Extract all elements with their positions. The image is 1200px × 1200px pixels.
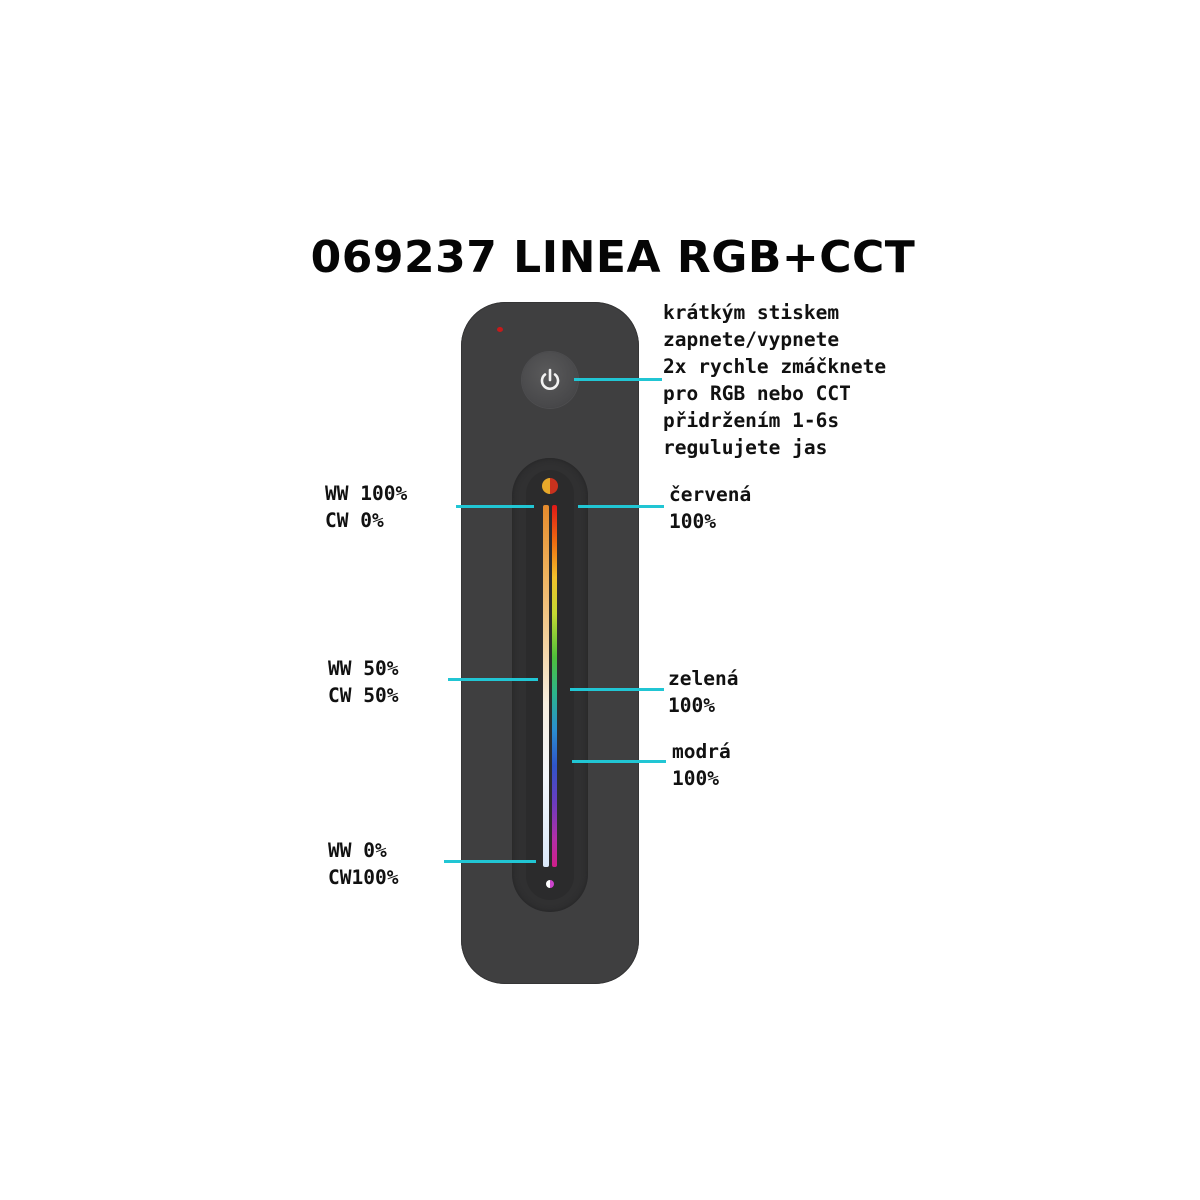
touch-slider-inner (526, 470, 574, 900)
pointer-red (578, 505, 664, 508)
power-button[interactable] (522, 352, 578, 408)
label-green-100: zelená 100% (668, 665, 738, 719)
power-desc-line: 2x rychle zmáčknete (663, 355, 887, 378)
label-ww50-cw50: WW 50% CW 50% (328, 655, 398, 709)
pointer-ww100 (456, 505, 534, 508)
bottom-indicator-icon (546, 880, 554, 888)
label-line: 100% (669, 510, 716, 533)
rgb-slider[interactable] (552, 505, 557, 867)
label-line: zelená (668, 667, 739, 690)
color-mode-dot-icon (542, 478, 558, 494)
label-line: WW 100% (325, 482, 408, 505)
label-line: modrá (672, 740, 731, 763)
power-desc-line: pro RGB nebo CCT (663, 382, 851, 405)
pointer-ww0 (444, 860, 536, 863)
label-red-100: červená 100% (669, 481, 751, 535)
label-ww100-cw0: WW 100% CW 0% (325, 480, 407, 534)
label-line: WW 50% (328, 657, 399, 680)
label-line: 100% (672, 767, 719, 790)
power-desc-line: zapnete/vypnete (663, 328, 840, 351)
label-line: WW 0% (328, 839, 387, 862)
label-blue-100: modrá 100% (672, 738, 731, 792)
pointer-green (570, 688, 664, 691)
label-line: červená (669, 483, 752, 506)
power-desc-line: krátkým stiskem (663, 301, 840, 324)
power-desc-line: přidržením 1-6s (663, 409, 840, 432)
status-led-icon (497, 327, 503, 332)
cct-slider[interactable] (543, 505, 549, 867)
power-description: krátkým stiskem zapnete/vypnete 2x rychl… (663, 299, 886, 461)
label-line: CW100% (328, 866, 399, 889)
pointer-blue (572, 760, 666, 763)
label-line: CW 50% (328, 684, 399, 707)
power-icon (540, 368, 560, 390)
power-desc-line: regulujete jas (663, 436, 828, 459)
label-ww0-cw100: WW 0% CW100% (328, 837, 398, 891)
pointer-power (574, 378, 662, 381)
product-title: 069237 LINEA RGB+CCT (310, 232, 916, 283)
pointer-ww50 (448, 678, 538, 681)
label-line: CW 0% (325, 509, 384, 532)
label-line: 100% (668, 694, 715, 717)
